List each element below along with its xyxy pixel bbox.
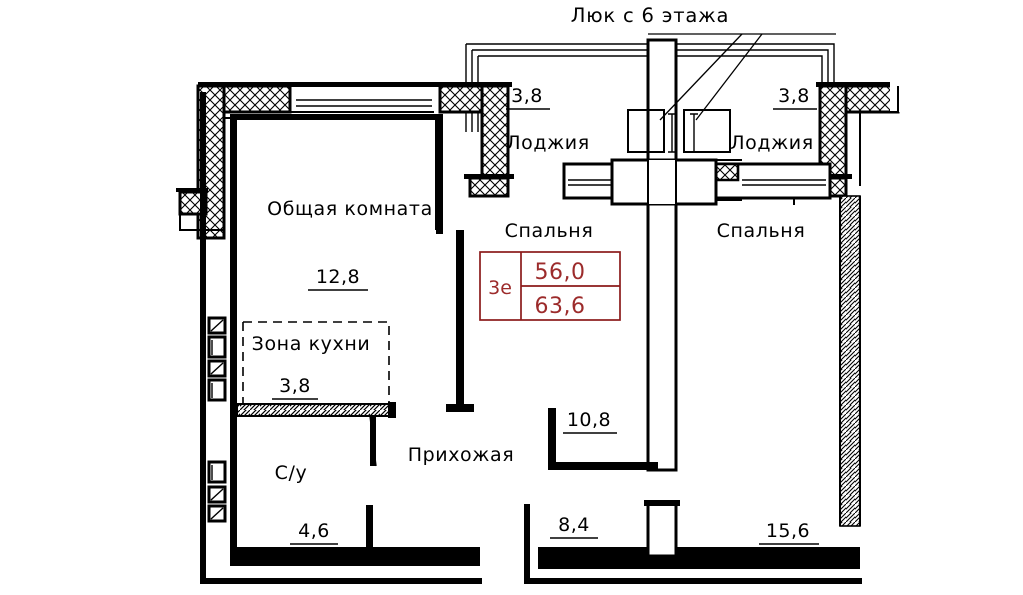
room-area-bedroom1: 10,8 <box>567 409 611 431</box>
wall-bottom-left <box>200 92 482 584</box>
partition-kitchen-bathroom <box>236 402 396 467</box>
wall-bottom-right <box>524 500 862 584</box>
summary-type-code: 3е <box>488 277 512 299</box>
wall-opening-marks-lower <box>207 460 227 523</box>
summary-area-total: 63,6 <box>535 294 586 319</box>
wall-opening-marks-upper <box>207 316 227 402</box>
hatch-leader-lines <box>627 33 836 153</box>
room-label-bedroom2: Спальня <box>717 220 806 242</box>
area-corridor: 8,4 <box>558 514 590 536</box>
partition-bedroom1 <box>548 408 658 470</box>
partition-hall-left <box>446 230 474 412</box>
room-area-bathroom: 4,6 <box>298 520 330 542</box>
summary-box: 3е 56,0 63,6 <box>479 251 621 321</box>
room-label-loggia1: Лоджия <box>506 132 590 154</box>
summary-area-living: 56,0 <box>535 260 586 285</box>
room-label-bedroom1: Спальня <box>505 220 594 242</box>
wall-left-nub <box>176 188 224 231</box>
wall-right-far-diagonal-hatched <box>839 195 861 527</box>
kitchen-zone-dashed-boundary <box>242 321 390 406</box>
room-area-kitchen: 3,8 <box>279 375 311 397</box>
room-label-loggia2: Лоджия <box>730 132 814 154</box>
room-area-living: 12,8 <box>316 266 360 288</box>
room-area-loggia1: 3,8 <box>511 85 543 107</box>
room-area-bedroom2: 15,6 <box>766 520 810 542</box>
room-label-kitchen: Зона кухни <box>252 333 371 355</box>
room-area-loggia2: 3,8 <box>778 85 810 107</box>
hatch-note-label: Люк с 6 этажа <box>571 4 730 27</box>
room-label-living: Общая комната <box>267 198 433 220</box>
wall-central-vertical <box>610 38 718 472</box>
wall-middle-left-hatched <box>436 82 514 198</box>
room-label-hall: Прихожая <box>408 444 515 466</box>
room-label-bathroom: С/у <box>275 462 308 484</box>
